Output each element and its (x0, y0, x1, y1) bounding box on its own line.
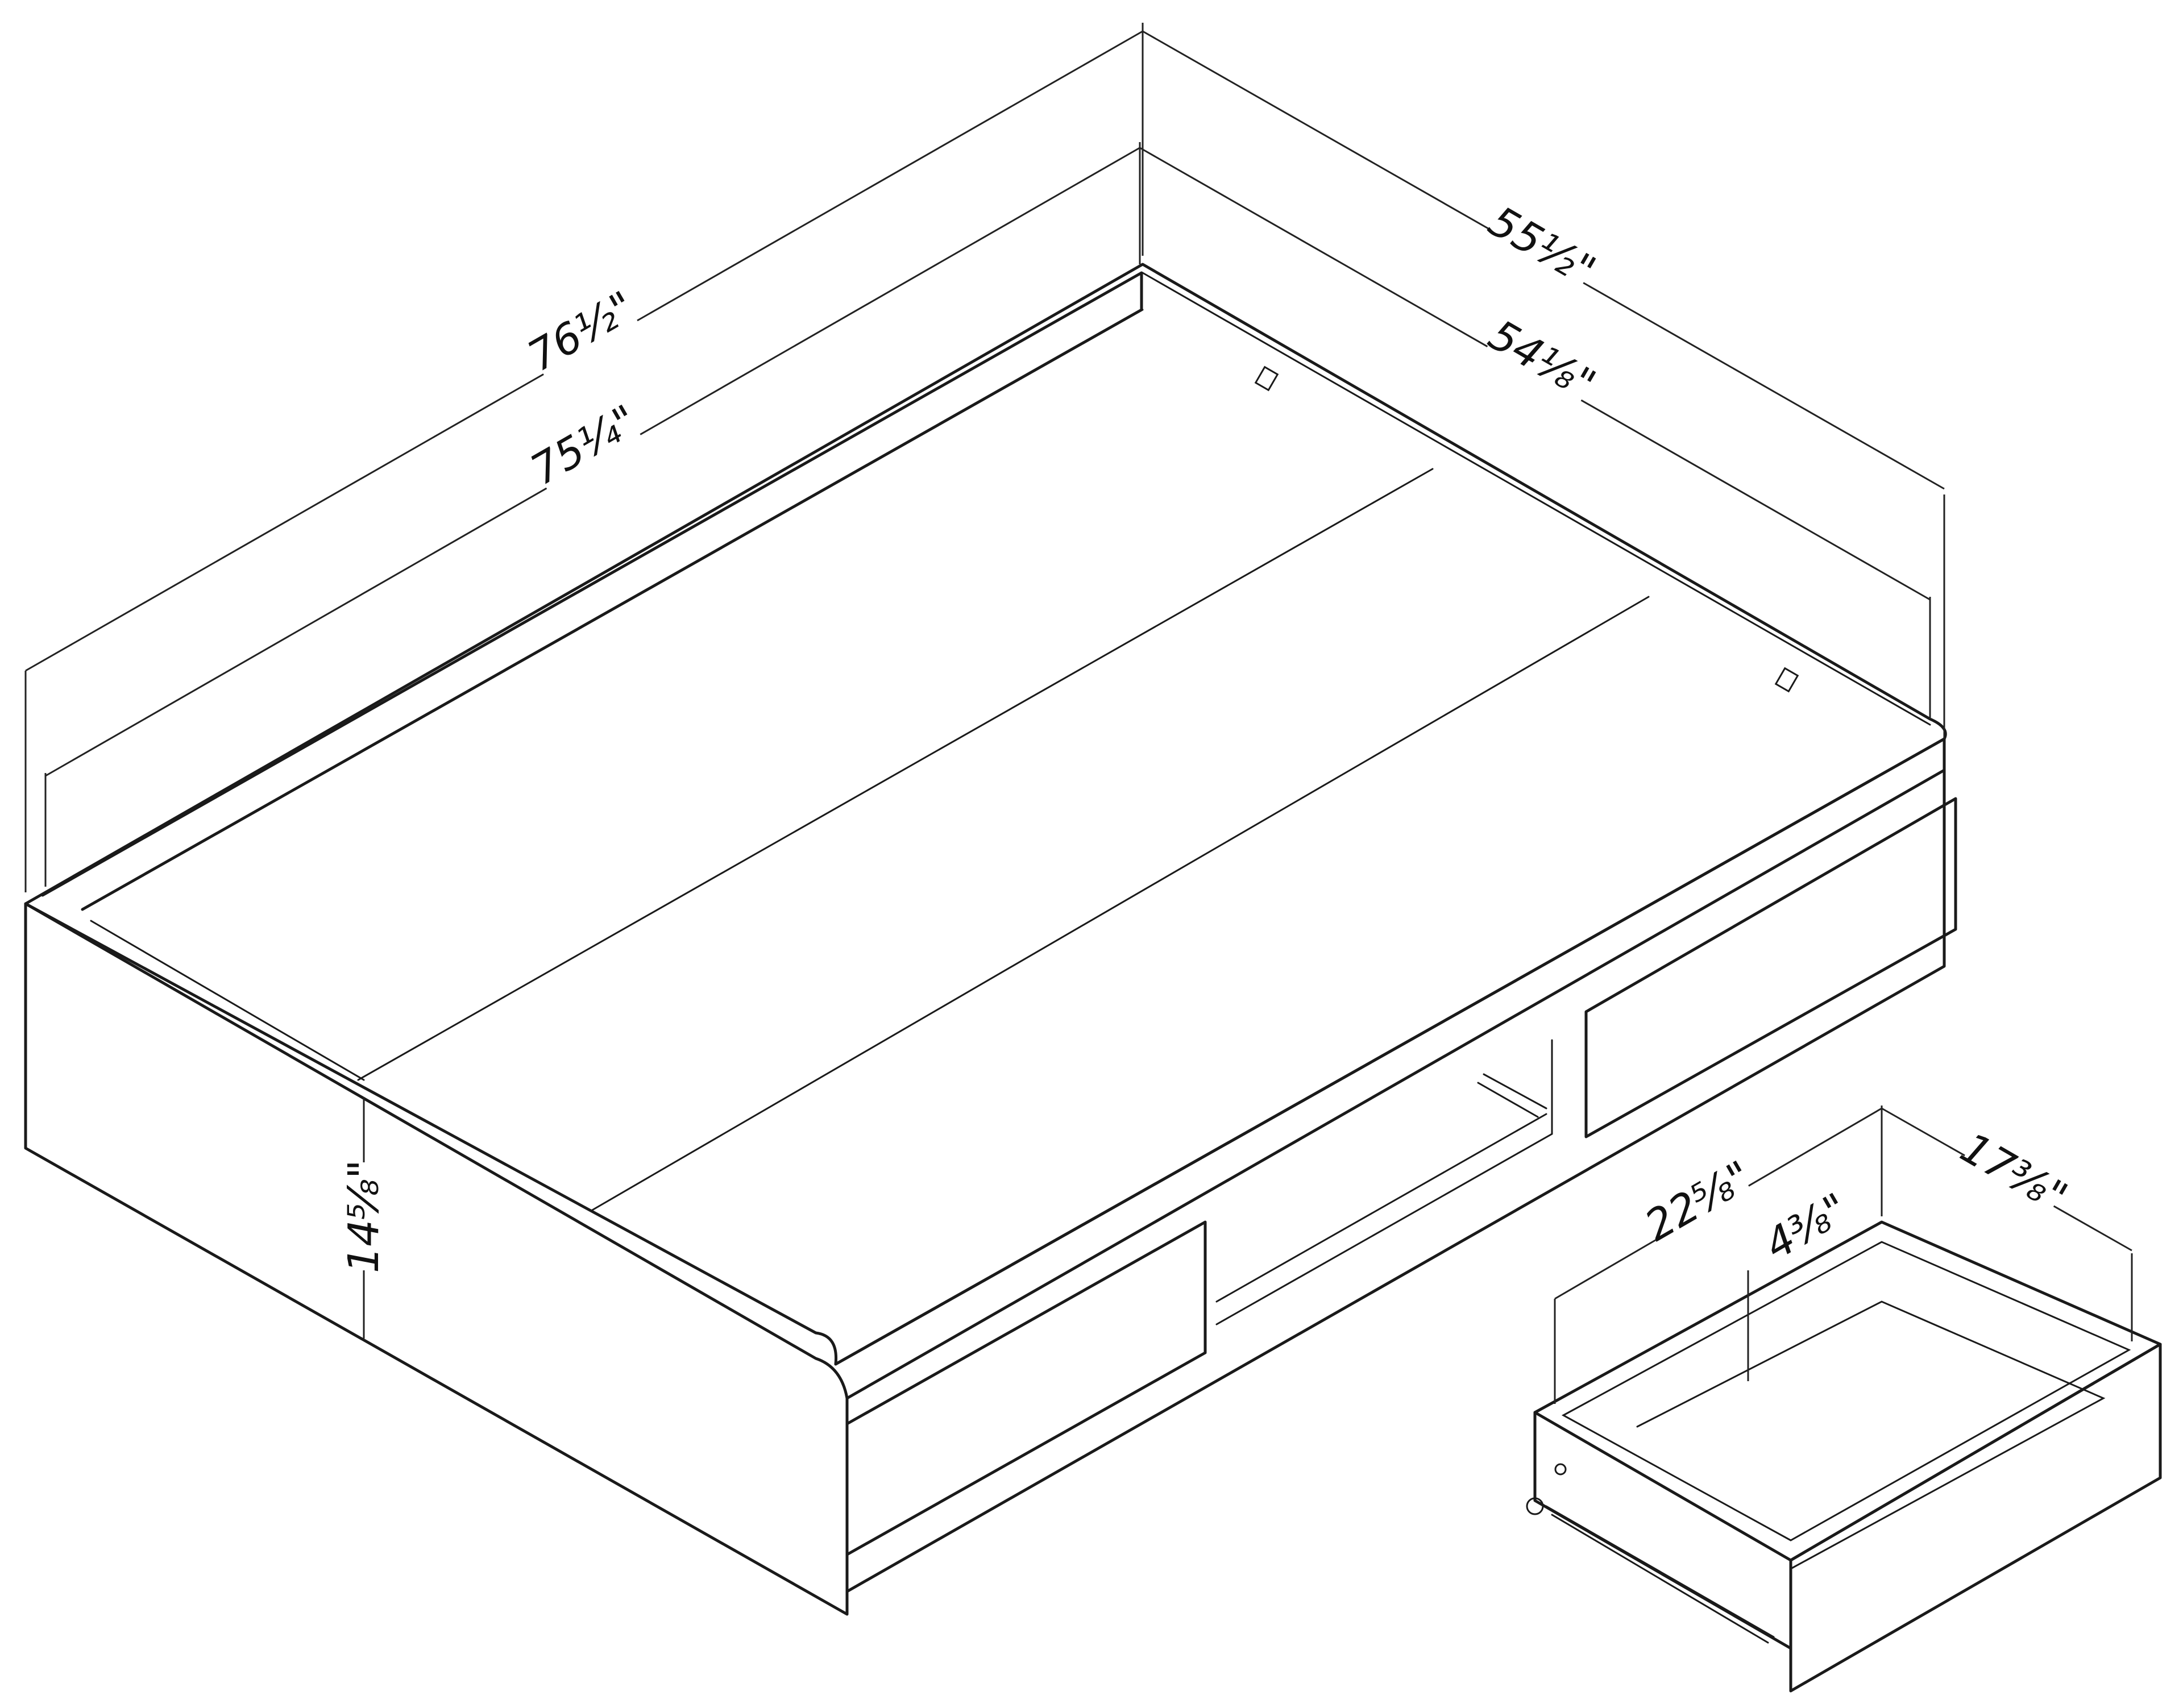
bracket-1 (1254, 365, 1279, 392)
label-overall-length: 76½" (520, 282, 642, 381)
label-height: 14⅝" (339, 1160, 388, 1273)
label-overall-width: 55½" (1480, 197, 1603, 296)
slat-line-2 (590, 596, 1650, 1212)
drawer (1526, 1220, 2162, 1693)
bed-front-face (24, 902, 849, 1616)
drawer-side-panel (1533, 1411, 1792, 1650)
drawer-gap (1215, 1039, 1553, 1325)
drawer-front-panel (1789, 1343, 2162, 1693)
slat-line-1 (357, 468, 1434, 1081)
bed-head-rail-inner (1142, 272, 1931, 726)
bed-frame (24, 263, 1957, 1616)
drawer-inner-floor (1636, 1300, 2106, 1570)
drawer-top-rim (1533, 1220, 2162, 1562)
bed-back-rail (41, 271, 1143, 911)
drawer-slide (1477, 1073, 1547, 1118)
bed-top-right-edge (834, 737, 1946, 1366)
drawer-screw (1554, 1463, 1567, 1476)
label-inner-length: 75¼" (522, 396, 645, 494)
bed-back-rail-inner (81, 309, 1144, 911)
label-inner-width: 54⅛" (1480, 310, 1603, 409)
label-drawer-width: 17⅜" (1952, 1123, 2075, 1222)
slat-line-3 (90, 920, 365, 1081)
label-drawer-depth: 22⅝" (1637, 1152, 1759, 1250)
drawer-wheel (1526, 1497, 1544, 1515)
drawer-front-right (1584, 797, 1957, 1138)
bracket-2 (1774, 667, 1799, 693)
dimension-labels: 76½" 75¼" 55½" 54⅛" 14⅝" 22⅝" 4⅜" 17⅜" (339, 197, 2076, 1273)
drawer-inner-rim (1561, 1241, 2131, 1541)
bed-right-end (845, 768, 1946, 1593)
drawer-runner (1545, 1505, 1775, 1644)
drawer-front-left (845, 1220, 1207, 1556)
